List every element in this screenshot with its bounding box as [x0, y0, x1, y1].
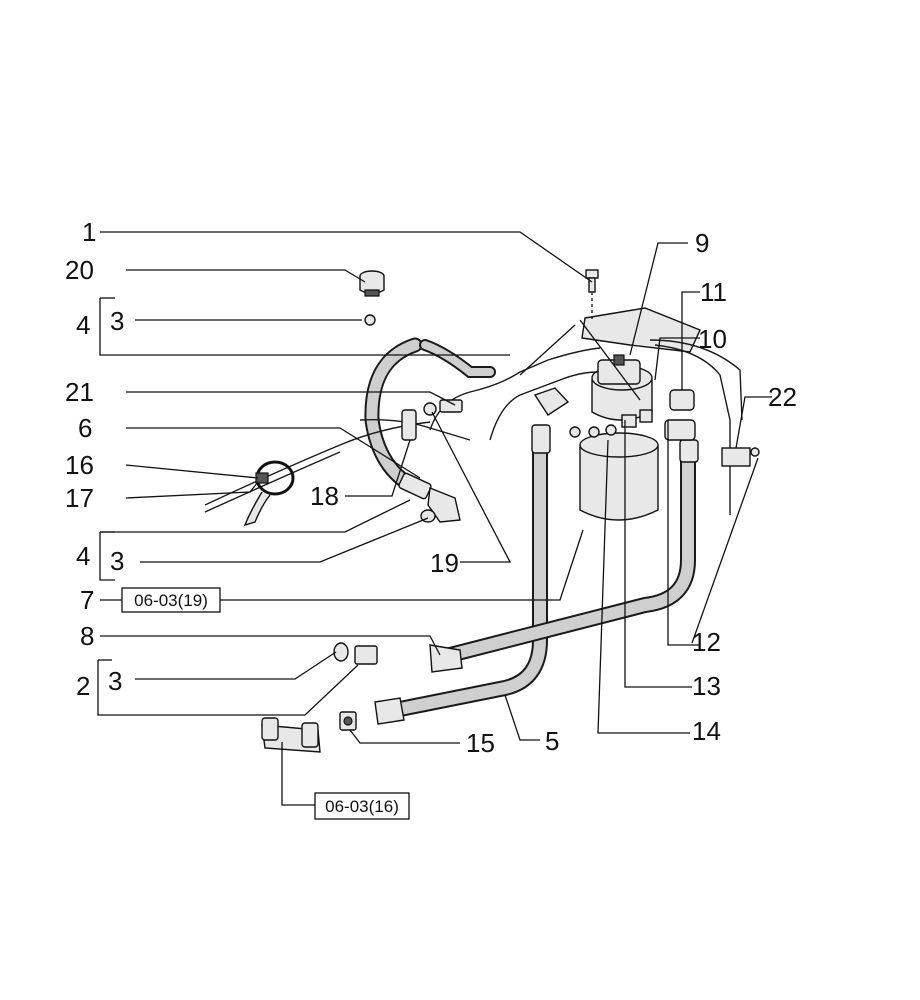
connector-22 — [721, 447, 751, 467]
callout-4-lower: 4 — [76, 541, 90, 571]
callout-17: 17 — [65, 483, 94, 513]
callout-8: 8 — [80, 621, 94, 651]
callout-11: 11 — [700, 277, 727, 307]
hose-end-8-lower — [429, 644, 463, 673]
washer-3-lower — [333, 642, 349, 662]
callout-5: 5 — [545, 726, 559, 756]
hose-end-5-lower — [374, 697, 405, 725]
filter-head — [591, 354, 653, 421]
callout-15: 15 — [466, 728, 495, 758]
callout-3-middle: 3 — [110, 546, 124, 576]
callout-10: 10 — [698, 324, 727, 354]
ring-terminal-c — [605, 424, 617, 436]
hose-end-5 — [531, 424, 551, 454]
callout-1: 1 — [82, 217, 96, 247]
tee-fitting — [261, 717, 321, 753]
clamp — [401, 409, 417, 441]
callout-21: 21 — [65, 377, 94, 407]
fitting-20 — [359, 270, 385, 297]
fitting-13 — [639, 409, 653, 423]
cable-tie — [243, 460, 295, 527]
hose-end-8 — [679, 439, 699, 463]
callout-2: 2 — [76, 671, 90, 701]
fitting-14 — [621, 414, 637, 428]
callout-7: 7 — [80, 585, 94, 615]
screw-21 — [439, 399, 463, 413]
elbow-fitting — [533, 387, 570, 416]
callout-20: 20 — [65, 255, 94, 285]
callout-labels: 1 20 4 3 21 6 16 17 18 4 3 19 7 8 2 3 15… — [65, 217, 797, 758]
reference-label-bottom: 06-03(16) — [325, 797, 399, 816]
callout-19: 19 — [430, 548, 459, 578]
elbow-fitting-6 — [427, 487, 461, 523]
callout-18: 18 — [310, 481, 339, 511]
connector-pin — [750, 447, 760, 457]
adapter-2 — [354, 645, 378, 665]
bolt — [585, 269, 599, 320]
callout-22: 22 — [768, 382, 797, 412]
ring-terminal-b — [588, 426, 600, 438]
adapter-15 — [339, 711, 357, 731]
callout-14: 14 — [692, 716, 721, 746]
callout-4-upper: 4 — [76, 310, 90, 340]
washer-19 — [423, 402, 437, 416]
callout-6: 6 — [78, 413, 92, 443]
filter-canister — [579, 432, 659, 521]
callout-16: 16 — [65, 450, 94, 480]
hose-end-6 — [398, 472, 432, 500]
ring-terminal-3 — [364, 314, 376, 326]
reference-box-top[interactable]: 06-03(19) — [121, 587, 221, 613]
callout-3-lower: 3 — [108, 666, 122, 696]
callout-9: 9 — [695, 228, 709, 258]
reference-label-top: 06-03(19) — [134, 591, 208, 610]
callout-3-upper: 3 — [110, 306, 124, 336]
fitting-11 — [669, 389, 695, 411]
parts-drawing — [204, 269, 760, 753]
pressure-switch — [664, 419, 696, 441]
callout-13: 13 — [692, 671, 721, 701]
leader-lines — [97, 231, 772, 806]
ring-terminal-a — [569, 426, 581, 438]
reference-box-bottom[interactable]: 06-03(16) — [314, 792, 410, 820]
callout-12: 12 — [692, 627, 721, 657]
